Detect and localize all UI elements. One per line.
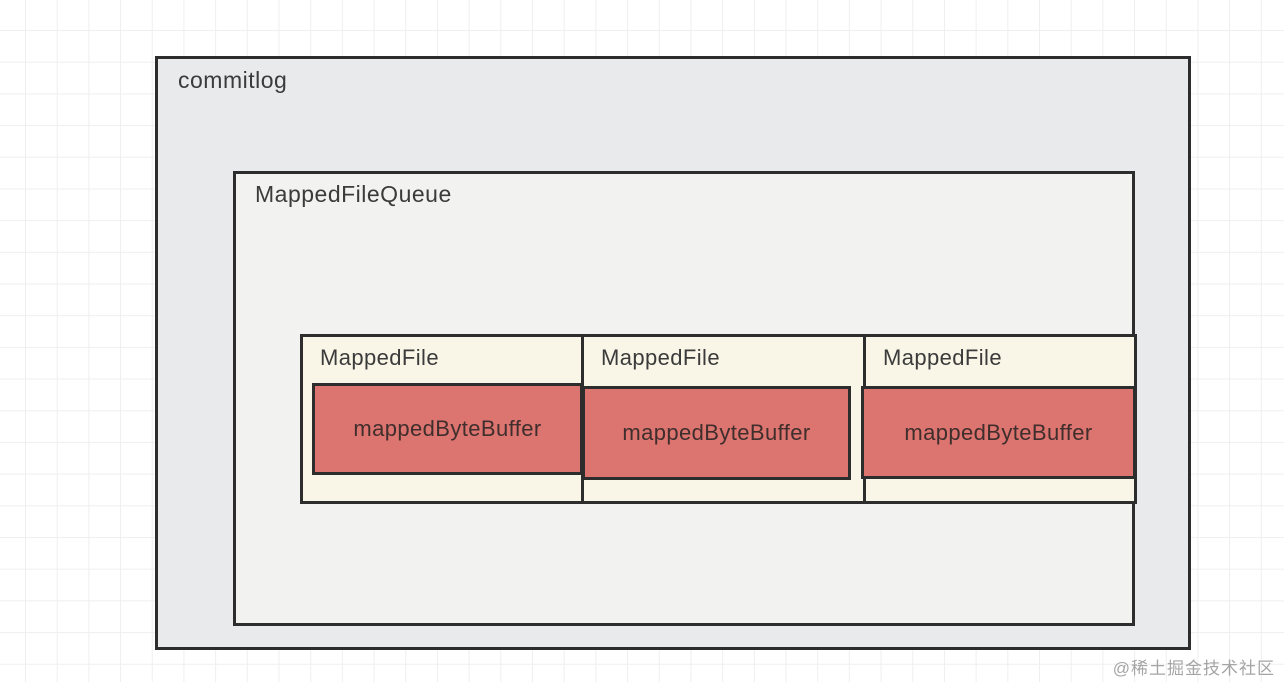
mapped-file-label: MappedFile: [601, 345, 720, 370]
mapped-file-queue-label: MappedFileQueue: [255, 181, 452, 207]
mapped-file-box-1: MappedFile mappedByteBuffer: [303, 337, 584, 501]
mapped-byte-buffer-box-2: mappedByteBuffer: [582, 386, 851, 480]
mapped-file-queue-box: MappedFileQueue MappedFile mappedByteBuf…: [233, 171, 1137, 626]
mapped-file-row: MappedFile mappedByteBuffer MappedFile m…: [300, 334, 1137, 504]
mapped-file-label: MappedFile: [320, 345, 439, 370]
mapped-file-box-3: MappedFile mappedByteBuffer: [861, 337, 1136, 501]
juejin-watermark: @稀土掘金技术社区: [1112, 659, 1275, 678]
mapped-file-label: MappedFile: [883, 345, 1002, 370]
mapped-byte-buffer-box-3: mappedByteBuffer: [861, 386, 1136, 479]
commitlog-label: commitlog: [178, 67, 288, 93]
mapped-file-box-2: MappedFile mappedByteBuffer: [582, 337, 866, 501]
mapped-byte-buffer-box-1: mappedByteBuffer: [312, 383, 583, 475]
commitlog-box: commitlog MappedFileQueue MappedFile map…: [155, 56, 1191, 650]
